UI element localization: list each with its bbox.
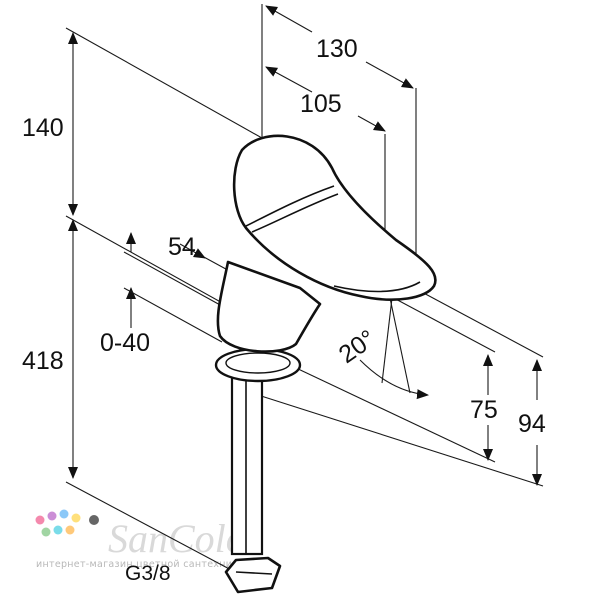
dim-0-40: 0-40 [100,329,150,357]
watermark: SanColor интернет-магазин цветной сантех… [35,509,262,570]
dim-130: 130 [316,35,358,63]
faucet-body [214,134,437,594]
watermark-dot [89,515,99,525]
watermark-dots [35,509,99,537]
watermark-dot [47,511,57,521]
watermark-tagline: интернет-магазин цветной сантехники [36,559,245,570]
dim-75: 75 [470,396,498,424]
dim-418: 418 [22,347,64,375]
watermark-dot [35,515,45,525]
dim-140: 140 [22,114,64,142]
faucet-handle [232,134,437,301]
thread-nut [224,556,282,594]
dim-94: 94 [518,410,546,438]
watermark-dot [53,525,63,535]
dim-angle: 20° [334,324,381,369]
base-ring [214,347,302,383]
supply-pipe [230,374,264,556]
faucet-column [216,260,322,353]
thread-label: G3/8 [125,562,171,585]
dim-54: 54 [168,233,196,261]
watermark-dot [71,513,81,523]
watermark-dot [65,525,75,535]
dim-105: 105 [300,90,342,118]
watermark-dot [59,509,69,519]
watermark-dot [41,527,51,537]
